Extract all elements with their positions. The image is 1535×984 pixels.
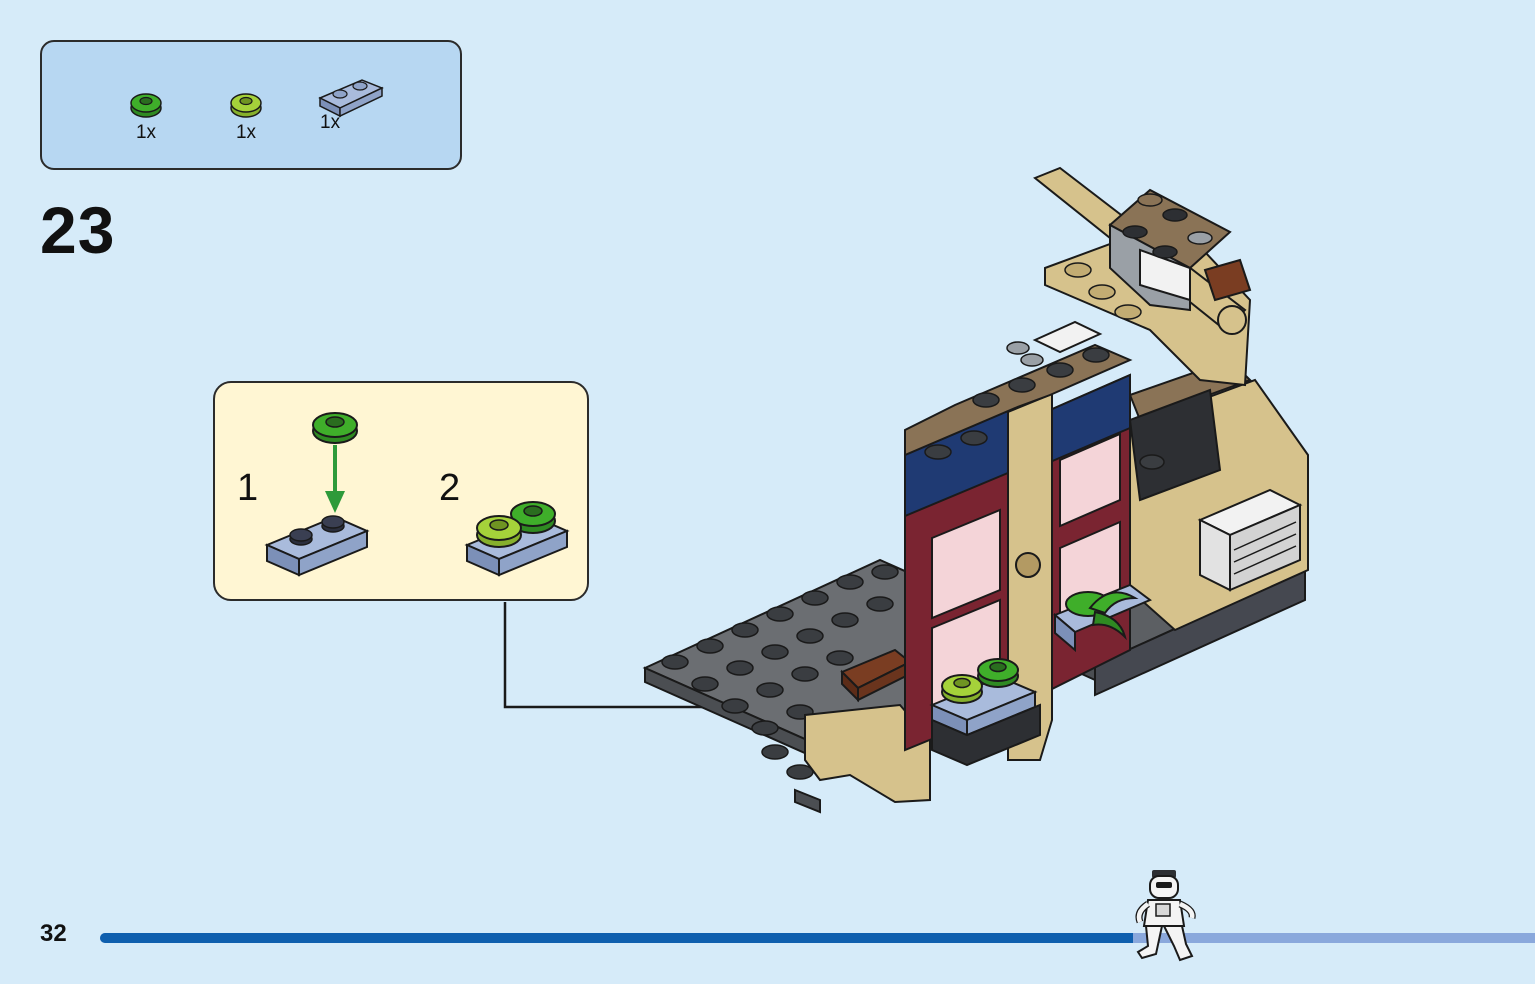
parts-item-3: 1x [316, 72, 386, 134]
white-appliance-icon [1197, 488, 1303, 592]
parts-list-box: 1x 1x 1x [40, 40, 462, 170]
progress-bar [100, 933, 1535, 943]
down-arrow-icon [325, 445, 345, 513]
placed-flower-plate-icon [929, 658, 1041, 767]
assembled-flower-plate-icon [464, 501, 570, 577]
parts-item-1: 1x [128, 88, 164, 144]
parts-item-quantity: 1x [235, 122, 257, 143]
subassembly-callout: 1 2 [213, 381, 589, 601]
substep-label-2: 2 [439, 467, 461, 509]
grey-white-block [1108, 188, 1232, 312]
page-number: 32 [40, 920, 67, 947]
progress-bar-fill [100, 933, 1134, 943]
step-number: 23 [40, 193, 116, 267]
callout-illustration [264, 412, 570, 577]
sand-blue-plate-icon [264, 515, 370, 577]
roof-studs [924, 347, 1110, 460]
walking-minifigure-icon [1135, 870, 1196, 962]
substep-label-1: 1 [237, 467, 259, 509]
lime-round-flower-plate-icon [230, 93, 262, 118]
sand-blue-plate-1x2-icon [318, 79, 384, 118]
green-round-flower-plate-icon [130, 93, 162, 118]
green-plant-icon [1053, 583, 1152, 653]
parts-item-quantity: 1x [320, 112, 341, 133]
parts-item-quantity: 1x [135, 122, 157, 143]
roof-accessories [1006, 320, 1103, 367]
parts-item-2: 1x [228, 88, 264, 144]
green-flower-plate-icon [312, 412, 358, 444]
baseplate-studs [661, 564, 899, 780]
tan-curved-wall [804, 648, 931, 804]
